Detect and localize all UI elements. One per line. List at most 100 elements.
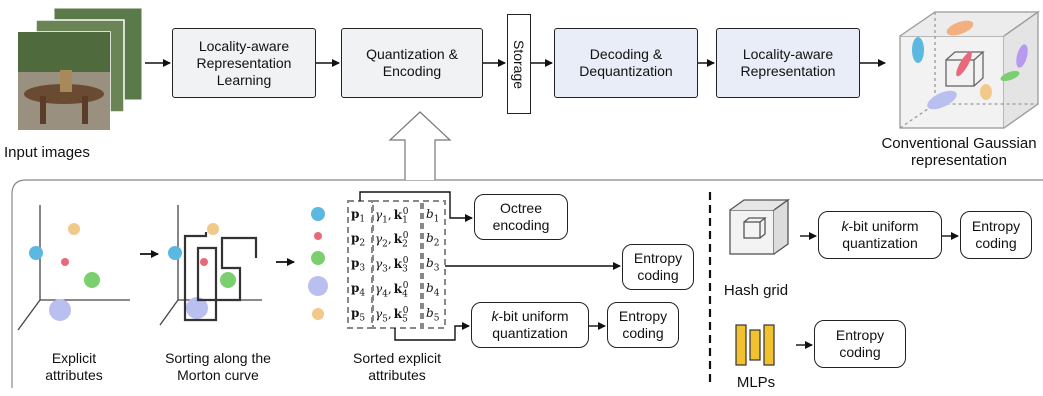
explicit-points: [29, 223, 100, 321]
connector-octree: [359, 191, 473, 222]
dashed-col-b: [422, 200, 446, 329]
matrix-b-sub: 2: [433, 238, 440, 249]
connector-kbit: [394, 322, 470, 341]
entropy-coding-label: Entropy coding: [618, 308, 668, 341]
matrix-b: b: [426, 281, 434, 295]
matrix-gamma: γ: [375, 232, 383, 246]
kbit-quant-label: k-bit uniform quantization: [819, 218, 941, 252]
dashed-col-gk: [372, 200, 422, 329]
bottom-panel-border: [11, 179, 1043, 388]
octree-encoding-box: Octree encoding: [474, 194, 568, 240]
matrix-k-sup: 0: [402, 281, 409, 291]
sorted-matrix: p1 γ1,k10 b1 p2 γ2,k20 b2 p3 γ3,k30 b3 p…: [350, 204, 450, 328]
matrix-p-sub: 5: [359, 313, 366, 324]
matrix-k: k: [393, 232, 403, 246]
kbit-k: k: [841, 218, 849, 234]
storage-label: Storage: [511, 39, 528, 89]
morton-points: [168, 223, 236, 319]
quant-encoding-box: Quantization & Encoding: [341, 28, 483, 98]
locality-repr-label: Locality-aware Representation: [740, 46, 836, 79]
matrix-b: b: [426, 306, 434, 320]
kbit-rest: -bit uniform quantization: [842, 218, 919, 251]
matrix-p-sub: 1: [359, 214, 366, 225]
matrix-gamma-sub: 4: [382, 289, 388, 300]
matrix-k-sup: 0: [402, 256, 409, 266]
matrix-p: p: [351, 256, 360, 270]
matrix-p: p: [351, 281, 360, 295]
input-images-icon: [17, 7, 143, 131]
matrix-b-sub: 5: [433, 313, 440, 324]
matrix-k-sup: 0: [402, 306, 409, 316]
sorted-attributes-label: Sorted explicit attributes: [353, 350, 441, 383]
matrix-k: k: [393, 307, 403, 321]
octree-encoding-label: Octree encoding: [492, 200, 550, 233]
mlps-icon: [735, 324, 775, 366]
locality-repr-box: Locality-aware Representation: [716, 28, 860, 98]
matrix-b: b: [426, 231, 434, 245]
matrix-row: p4 γ4,k40 b4: [351, 281, 440, 300]
kbit-k: k: [491, 308, 499, 324]
matrix-p-sub: 4: [359, 288, 366, 299]
matrix-k-sup: 0: [402, 231, 409, 241]
locality-learning-box: Locality-aware Representation Learning: [172, 28, 316, 98]
matrix-k: k: [393, 208, 403, 222]
gaussian-ellipses: [912, 20, 1028, 110]
matrix-row: p2 γ2,k20 b2: [351, 231, 440, 250]
matrix-k-sup: 0: [402, 207, 409, 217]
gaussian-label: Conventional Gaussian representation: [881, 135, 1037, 169]
matrix-b: b: [426, 256, 434, 270]
morton-curve: [183, 232, 258, 322]
matrix-k-sub: 4: [402, 289, 408, 300]
kbit-quant-label: k-bit uniform quantization: [472, 308, 588, 342]
matrix-gamma: γ: [375, 257, 383, 271]
matrix-gamma-sub: 3: [382, 264, 388, 275]
morton-axes: [159, 205, 262, 326]
matrix-b-sub: 3: [433, 263, 440, 274]
matrix-row: p3 γ3,k30 b3: [351, 256, 440, 275]
storage-box: Storage: [507, 14, 531, 114]
entropy-coding-label: Entropy coding: [835, 327, 885, 360]
matrix-p-sub: 2: [359, 238, 366, 249]
matrix-gamma-sub: 2: [382, 239, 388, 250]
matrix-gamma: γ: [375, 282, 383, 296]
hash-grid-label: Hash grid: [723, 282, 789, 299]
kbit-quant-box-1: k-bit uniform quantization: [471, 302, 589, 348]
matrix-p-sub: 3: [359, 263, 366, 274]
matrix-k-sub: 5: [402, 314, 408, 325]
decoding-box: Decoding & Dequantization: [554, 28, 698, 98]
kbit-quant-box-2: k-bit uniform quantization: [818, 211, 942, 259]
matrix-k-sub: 2: [402, 239, 408, 250]
entropy-coding-box-3: Entropy coding: [960, 211, 1032, 259]
explicit-attributes-label: Explicit attributes: [45, 350, 103, 383]
matrix-gamma-sub: 5: [382, 314, 388, 325]
matrix-b: b: [426, 207, 434, 221]
matrix-p: p: [351, 231, 360, 245]
kbit-rest: -bit uniform quantization: [492, 308, 569, 341]
matrix-b-sub: 4: [433, 288, 440, 299]
mlps-label: MLPs: [736, 374, 776, 391]
matrix-gamma: γ: [375, 208, 383, 222]
hollow-up-arrow: [388, 111, 452, 180]
entropy-coding-box-4: Entropy coding: [814, 320, 906, 368]
matrix-k: k: [393, 257, 403, 271]
hash-grid-icon: [729, 198, 791, 255]
entropy-coding-label: Entropy coding: [633, 250, 683, 283]
decoding-label: Decoding & Dequantization: [579, 46, 673, 79]
matrix-row: p5 γ5,k50 b5: [351, 306, 440, 325]
matrix-k: k: [393, 282, 403, 296]
matrix-k-sub: 1: [402, 215, 408, 226]
input-images-label: Input images: [4, 144, 90, 161]
matrix-row: p1 γ1,k10 b1: [351, 207, 440, 226]
matrix-p: p: [351, 207, 360, 221]
matrix-b-sub: 1: [433, 214, 440, 225]
matrix-gamma-sub: 1: [382, 215, 388, 226]
locality-learning-label: Locality-aware Representation Learning: [196, 37, 292, 88]
entropy-coding-label: Entropy coding: [971, 218, 1021, 251]
matrix-gamma: γ: [375, 307, 383, 321]
sorted-points: [308, 207, 328, 320]
quant-encoding-label: Quantization & Encoding: [366, 46, 458, 79]
sorting-label: Sorting along the Morton curve: [165, 350, 271, 383]
entropy-coding-box-1: Entropy coding: [622, 244, 694, 290]
matrix-k-sub: 3: [402, 264, 408, 275]
